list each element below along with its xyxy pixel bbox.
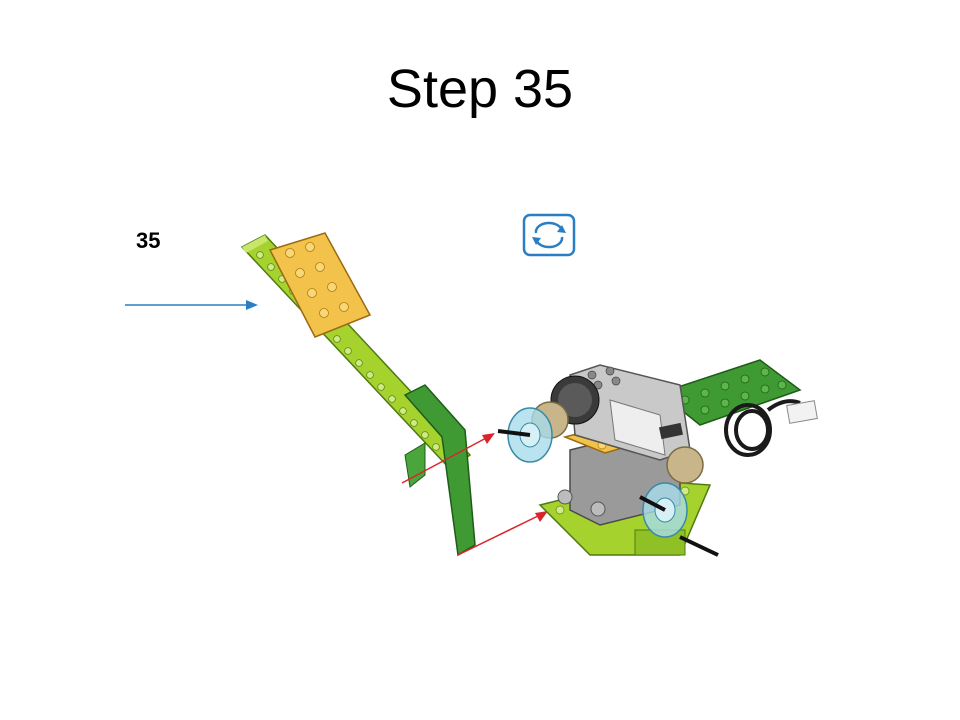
slide-title: Step 35 [386, 59, 574, 119]
beam-assembly [240, 232, 476, 557]
rotate-model-icon[interactable] [522, 213, 576, 257]
step-number: 35 [136, 228, 161, 253]
lego-assembly-illustration [125, 232, 818, 557]
insertion-arrows [401, 433, 548, 556]
motor-base-assembly [497, 359, 818, 557]
indicator-arrow [125, 300, 258, 310]
